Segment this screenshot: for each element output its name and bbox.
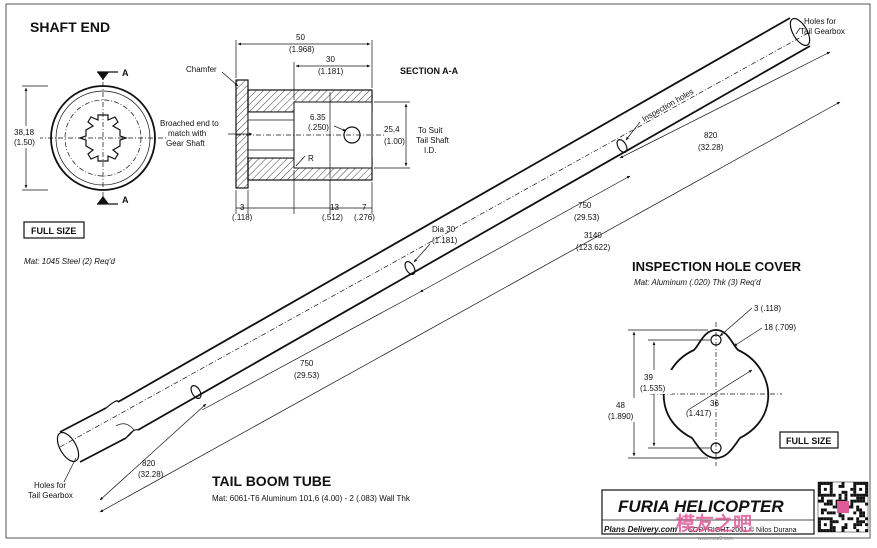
- dim-48-in: (1.890): [608, 412, 634, 421]
- dim-36-in: (1.417): [686, 409, 712, 418]
- radius-label: R: [308, 154, 314, 163]
- dim-3-in: (.118): [232, 213, 253, 222]
- cover-radius: 18 (.709): [764, 323, 796, 332]
- dim-30-in: (1.181): [318, 67, 344, 76]
- title-block: [601, 489, 815, 535]
- qr-code[interactable]: [817, 481, 869, 533]
- watermark-url: www.moz8.com: [698, 536, 733, 542]
- section-view: [235, 79, 385, 189]
- section-title: SECTION A-A: [400, 66, 459, 76]
- dim-820-low-in: (32.28): [138, 470, 164, 479]
- full-size-box: [23, 221, 85, 239]
- tube-material: Mat: 6061-T6 Aluminum 101,6 (4.00) - 2 (…: [212, 494, 411, 503]
- dim-13-in: (.512): [322, 213, 343, 222]
- copyright-label: COPYRIGHT 2001 © Nilos Durana: [688, 526, 797, 534]
- watermark-text: 模友之吧: [676, 512, 752, 535]
- section-arrow-top: [97, 72, 109, 80]
- dim-3140-in: (123.622): [576, 243, 611, 252]
- dim-30-mm: 30: [326, 55, 335, 64]
- section-arrow-bottom: [97, 196, 109, 204]
- broached-line2: match with: [168, 129, 206, 138]
- dim-3-mm: 3: [240, 203, 245, 212]
- cover-hole-small: 3 (.118): [754, 304, 781, 313]
- section-mark-top: A: [122, 68, 129, 78]
- dim-shaft-dia-mm: 38,18: [14, 128, 35, 137]
- shaft-material: Mat: 1045 Steel (2) Req'd: [24, 257, 115, 266]
- dim-39-mm: 39: [644, 373, 653, 382]
- shaft-end-title: SHAFT END: [30, 19, 110, 35]
- sheet-border: [5, 3, 871, 539]
- holes-top-line1: Holes for: [804, 17, 836, 26]
- cover-full-size-label: FULL SIZE: [786, 436, 831, 446]
- brand-label: FURIA HELICOPTER: [618, 497, 784, 516]
- dim-hole-mm: 6.35: [310, 113, 326, 122]
- dim-820-top-mm: 820: [704, 131, 718, 140]
- to-suit-line3: I.D.: [424, 146, 436, 155]
- dim-750-top-mm: 750: [578, 201, 592, 210]
- dim-750-top-in: (29.53): [574, 213, 600, 222]
- dim-shaft-dia-in: (1.50): [14, 138, 35, 147]
- dim-hole-in: (.250): [308, 123, 329, 132]
- dim-13-mm: 13: [330, 203, 339, 212]
- dim-750-low-in: (29.53): [294, 371, 320, 380]
- cover-material: Mat: Aluminum (.020) Thk (3) Req'd: [634, 278, 761, 287]
- dim-50-mm: 50: [296, 33, 305, 42]
- inspection-holes-label: Inspection holes: [641, 87, 696, 124]
- dia30-mm: Dia 30: [432, 225, 456, 234]
- broached-line3: Gear Shaft: [166, 139, 205, 148]
- dim-254-mm: 25,4: [384, 125, 400, 134]
- holes-top-line2: Tail Gearbox: [800, 27, 845, 36]
- full-size-label: FULL SIZE: [31, 226, 76, 236]
- dim-50-in: (1.968): [289, 45, 315, 54]
- holes-bottom-line2: Tail Gearbox: [28, 491, 73, 500]
- dim-254-in: (1.00): [384, 137, 405, 146]
- cover-full-size-box: [779, 431, 839, 449]
- broached-line1: Broached end to: [160, 119, 219, 128]
- section-mark-bottom: A: [122, 195, 129, 205]
- dim-820-top-in: (32.28): [698, 143, 724, 152]
- dim-750-low-mm: 750: [300, 359, 314, 368]
- plans-label: Plans Delivery.com: [604, 525, 677, 534]
- dim-7-mm: 7: [362, 203, 367, 212]
- chamfer-label: Chamfer: [186, 65, 217, 74]
- dim-820-low-mm: 820: [142, 459, 156, 468]
- dim-3140-mm: 3140: [584, 231, 602, 240]
- tube-title: TAIL BOOM TUBE: [212, 473, 331, 489]
- holes-bottom-line1: Holes for: [34, 481, 66, 490]
- cover-title: INSPECTION HOLE COVER: [632, 259, 802, 274]
- dia30-in: (1.181): [432, 236, 458, 245]
- dim-48-mm: 48: [616, 401, 625, 410]
- shaft-end-view: [38, 71, 168, 205]
- dim-39-in: (1.535): [640, 384, 666, 393]
- dim-36-mm: 36: [710, 399, 719, 408]
- to-suit-line1: To Suit: [418, 126, 443, 135]
- to-suit-line2: Tail Shaft: [416, 136, 450, 145]
- dim-7-in: (.276): [354, 213, 375, 222]
